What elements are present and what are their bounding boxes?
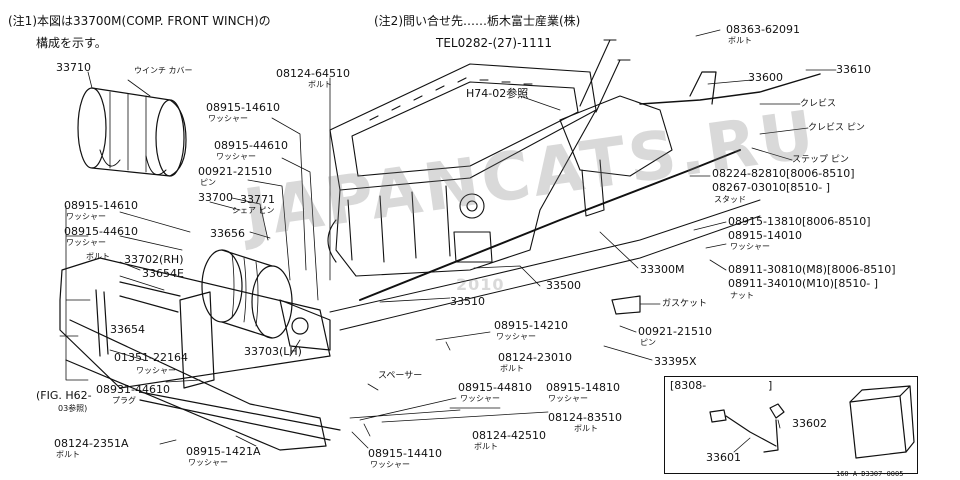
- callout-sub-08124-83510: ボルト: [574, 424, 598, 433]
- callout-sub-00921-21510-left: ピン: [200, 178, 216, 187]
- leader-lines: [59, 29, 837, 453]
- callout-sub-08915-14210: ワッシャー: [496, 332, 536, 341]
- callout-sub-08915-14610-top: ワッシャー: [208, 114, 248, 123]
- callout-part-33700: 33700: [198, 191, 233, 204]
- callout-part-08915-44610-top: 08915-44610: [214, 139, 288, 152]
- callout-part-33656: 33656: [210, 227, 245, 240]
- callout-part-01351-22164: 01351-22164: [114, 351, 188, 364]
- callout-fig-h62: (FIG. H62-: [36, 389, 92, 402]
- callout-gasket: ガスケット: [662, 299, 708, 309]
- note-1-line-1: (注1)本図は33700M(COMP. FRONT WINCH)の: [8, 14, 271, 28]
- winch-drum-drawing: [95, 249, 331, 389]
- callout-sub-08915-1421a: ワッシャー: [188, 458, 228, 467]
- callout-sub-33710: ウインチ カバー: [134, 66, 193, 75]
- callout-sub-08124-64510: ボルト: [308, 80, 332, 89]
- callout-sub-08915-14610-left: ワッシャー: [66, 212, 106, 221]
- callout-part-08915-14010: 08915-14010: [728, 229, 802, 242]
- callout-part-08363-62091: 08363-62091: [726, 23, 800, 36]
- drawing-code: 160-A-D3307-0005: [836, 470, 904, 478]
- callout-spacer: スペーサー: [378, 371, 423, 381]
- callout-sub-08363-62091: ボルト: [728, 36, 752, 45]
- callout-part-00921-21510-right: 00921-21510: [638, 325, 712, 338]
- callout-part-08911-34010: 08911-34010(M10)[8510- ]: [728, 277, 879, 290]
- callout-part-33710: 33710: [56, 61, 91, 74]
- note-2-line-2: TEL0282-(27)-1111: [436, 36, 552, 50]
- callout-sub-08915-44610-left: ワッシャー: [66, 238, 106, 247]
- callout-sub-08915-14410: ワッシャー: [370, 460, 410, 469]
- callout-part-00921-21510-left: 00921-21510: [198, 165, 272, 178]
- callout-part-33601: 33601: [706, 451, 741, 464]
- callout-part-33602: 33602: [792, 417, 827, 430]
- callout-part-08915-13810: 08915-13810[8006-8510]: [728, 215, 871, 228]
- callout-part-08911-30810: 08911-30810(M8)[8006-8510]: [728, 263, 896, 276]
- callout-part-08124-83510: 08124-83510: [548, 411, 622, 424]
- callout-part-08915-14610-top: 08915-14610: [206, 101, 280, 114]
- callout-sub-08124-2351a: ボルト: [56, 450, 80, 459]
- callout-part-08915-44610-left: 08915-44610: [64, 225, 138, 238]
- winch-cover-drawing: [77, 87, 187, 177]
- callout-part-33703-lh: 33703(LH): [244, 345, 302, 358]
- callout-sub-08267-03010: スタッド: [714, 195, 746, 204]
- note-2-line-1: (注2)問い合せ先……栃木富士産業(株): [374, 14, 581, 28]
- callout-part-33510: 33510: [450, 295, 485, 308]
- inset-label: [8308-: [670, 379, 707, 392]
- callout-sub-08915-44810: ワッシャー: [460, 394, 500, 403]
- frame-drawing: [59, 71, 821, 451]
- callout-part-33395x: 33395X: [654, 355, 697, 368]
- callout-part-33702-rh: 33702(RH): [124, 253, 184, 266]
- callout-part-08224-82810: 08224-82810[8006-8510]: [712, 167, 855, 180]
- callout-h74-ref: H74-02参照: [466, 87, 529, 100]
- callout-part-33654e: 33654E: [142, 267, 184, 280]
- callout-sub-08124-23010: ボルト: [500, 364, 524, 373]
- callout-sub-08124-42510: ボルト: [474, 442, 498, 451]
- callout-sub-08911-34010: ナット: [730, 291, 754, 300]
- callout-part-33500: 33500: [546, 279, 581, 292]
- callout-step-pin: ステップ ピン: [792, 155, 849, 165]
- callout-sub-01351-22164: ワッシャー: [136, 366, 176, 375]
- callout-part-33600: 33600: [748, 71, 783, 84]
- callout-sub-33771: シェア ピン: [232, 206, 275, 215]
- callout-part-33300m: 33300M: [640, 263, 685, 276]
- callout-sub-08915-14010: ワッシャー: [730, 242, 770, 251]
- callout-clevis: クレビス: [800, 99, 837, 109]
- callout-clevis-pin: クレビス ピン: [808, 123, 865, 133]
- callout-sub-08915-44610-top: ワッシャー: [216, 152, 256, 161]
- callout-sub-00921-21510-right: ピン: [640, 338, 656, 347]
- inset-frame: [664, 376, 918, 474]
- callout-part-08267-03010: 08267-03010[8510- ]: [712, 181, 830, 194]
- callout-part-08915-14810: 08915-14810: [546, 381, 620, 394]
- engine-drawing: [327, 39, 673, 277]
- callout-part-33654: 33654: [110, 323, 145, 336]
- callout-part-08915-1421a: 08915-1421A: [186, 445, 261, 458]
- callout-part-08124-64510: 08124-64510: [276, 67, 350, 80]
- callout-part-08915-44810: 08915-44810: [458, 381, 532, 394]
- callout-part-08931-44610: 08931-44610: [96, 383, 170, 396]
- note-1-line-2: 構成を示す。: [36, 36, 107, 50]
- callout-part-08124-2351a: 08124-2351A: [54, 437, 129, 450]
- callout-part-33771: 33771: [240, 193, 275, 206]
- callout-part-08915-14410: 08915-14410: [368, 447, 442, 460]
- callout-sub-33702-rh: ボルト: [86, 252, 110, 261]
- callout-part-08915-14610-left: 08915-14610: [64, 199, 138, 212]
- callout-fig-h62-sub: 03参照): [58, 404, 88, 413]
- callout-sub-08915-14810: ワッシャー: [548, 394, 588, 403]
- callout-part-08124-23010: 08124-23010: [498, 351, 572, 364]
- inset-bracket-end: ]: [768, 379, 773, 392]
- inset-drawing: [709, 385, 915, 459]
- callout-part-33610: 33610: [836, 63, 871, 76]
- callout-part-08915-14210: 08915-14210: [494, 319, 568, 332]
- watermark-year: 2010: [456, 275, 505, 294]
- callout-sub-08931-44610: プラグ: [112, 396, 136, 405]
- callout-part-08124-42510: 08124-42510: [472, 429, 546, 442]
